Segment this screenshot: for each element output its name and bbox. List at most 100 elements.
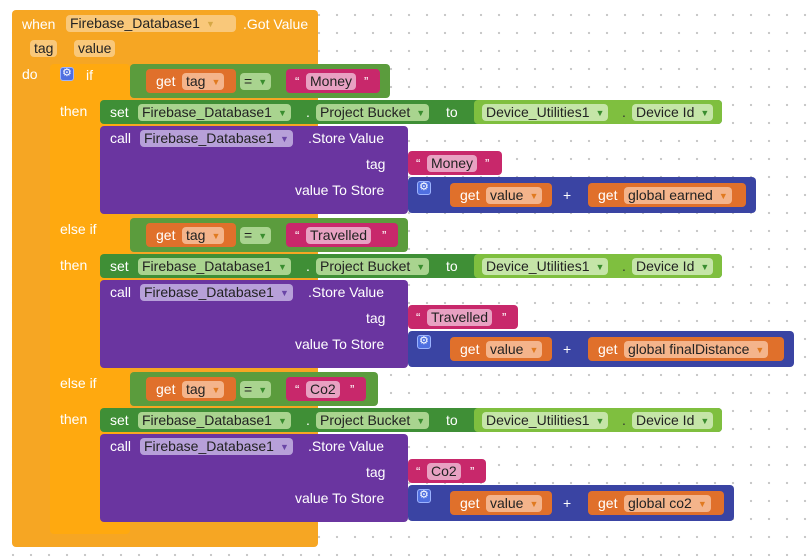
get-var-label: tag <box>186 227 206 243</box>
get-var-label: value <box>490 187 524 203</box>
dot-label: . <box>306 104 310 120</box>
text-value-tag-travelled[interactable]: Travelled <box>427 309 493 326</box>
get-var-label: tag <box>186 381 206 397</box>
when-label: when <box>22 16 56 32</box>
get-global-dropdown[interactable]: global finalDistance▼ <box>624 341 769 358</box>
param-value[interactable]: value <box>74 40 116 57</box>
get-var-label: value <box>490 495 524 511</box>
dot-label: . <box>622 258 626 274</box>
equals-label: = <box>244 73 253 89</box>
set-label: set <box>110 412 129 428</box>
get-global-dropdown[interactable]: global co2▼ <box>624 495 711 512</box>
param-tag[interactable]: tag <box>30 40 58 57</box>
equals-dropdown[interactable]: =▼ <box>240 227 272 244</box>
device-id-dropdown[interactable]: Device Id ▼ <box>632 258 714 275</box>
dropdown-arrow-icon: ▼ <box>279 441 289 452</box>
device-utils-label: Device_Utilities1 <box>486 258 590 274</box>
dropdown-arrow-icon: ▼ <box>279 287 289 298</box>
dropdown-arrow-icon: ▼ <box>258 384 268 395</box>
component-label: Firebase_Database1 <box>142 258 272 274</box>
mutator-gear-icon[interactable] <box>417 180 431 195</box>
to-label: to <box>446 412 458 428</box>
dropdown-arrow-icon: ▼ <box>718 190 728 201</box>
dropdown-arrow-icon: ▼ <box>277 261 287 272</box>
property-dropdown[interactable]: Project Bucket▼ <box>316 104 430 121</box>
close-quote: ” <box>485 156 490 171</box>
get-var-dropdown[interactable]: value▼ <box>486 341 543 358</box>
set-component-dropdown[interactable]: Firebase_Database1▼ <box>138 412 291 429</box>
device-id-dropdown[interactable]: Device Id▼ <box>632 412 714 429</box>
component-label: Firebase_Database1 <box>142 412 272 428</box>
get-var-label: value <box>490 341 524 357</box>
store-value-label: .Store Value <box>308 438 385 454</box>
text-value-travelled[interactable]: Travelled <box>306 227 372 244</box>
property-dropdown[interactable]: Project Bucket▼ <box>316 412 430 429</box>
dropdown-arrow-icon: ▼ <box>529 498 539 509</box>
call-component-dropdown[interactable]: Firebase_Database1▼ <box>140 130 293 147</box>
text-value-money[interactable]: Money <box>306 73 357 90</box>
set-component-dropdown[interactable]: Firebase_Database1▼ <box>138 104 291 121</box>
dropdown-arrow-icon: ▼ <box>416 107 426 118</box>
close-quote: ” <box>470 464 475 479</box>
open-quote: “ <box>295 74 300 89</box>
dropdown-arrow-icon: ▼ <box>416 415 426 426</box>
device-utils-label: Device_Utilities1 <box>486 104 590 120</box>
get-var-dropdown[interactable]: tag ▼ <box>182 73 225 90</box>
tag-arg-label: tag <box>366 464 386 480</box>
open-quote: “ <box>295 228 300 243</box>
mutator-gear-icon[interactable] <box>417 334 431 349</box>
dropdown-arrow-icon: ▼ <box>211 230 221 241</box>
device-utils-dropdown[interactable]: Device_Utilities1▼ <box>482 104 609 121</box>
dropdown-arrow-icon: ▼ <box>258 230 268 241</box>
dropdown-arrow-icon: ▼ <box>279 133 289 144</box>
device-id-label: Device Id <box>636 258 695 274</box>
close-quote: ” <box>502 310 507 325</box>
equals-dropdown[interactable]: =▼ <box>240 381 272 398</box>
dropdown-arrow-icon: ▼ <box>416 261 426 272</box>
get-var-dropdown[interactable]: tag ▼ <box>182 227 225 244</box>
get-label: get <box>460 495 480 511</box>
mutator-gear-icon[interactable] <box>60 66 74 81</box>
do-label: do <box>22 66 38 82</box>
set-label: set <box>110 104 129 120</box>
text-value-tag-co2[interactable]: Co2 <box>427 463 461 480</box>
open-quote: “ <box>416 156 421 171</box>
call-label: call <box>110 438 132 454</box>
device-utils-dropdown[interactable]: Device_Utilities1▼ <box>482 258 609 275</box>
device-utils-dropdown[interactable]: Device_Utilities1▼ <box>482 412 609 429</box>
equals-label: = <box>244 227 253 243</box>
dropdown-arrow-icon: ▼ <box>700 261 710 272</box>
dropdown-arrow-icon: ▼ <box>700 107 710 118</box>
dropdown-arrow-icon: ▼ <box>700 415 710 426</box>
get-var-dropdown[interactable]: value ▼ <box>486 187 543 204</box>
mutator-gear-icon[interactable] <box>417 488 431 503</box>
call-component-dropdown[interactable]: Firebase_Database1▼ <box>140 438 293 455</box>
get-var-label: tag <box>186 73 206 89</box>
get-var-dropdown[interactable]: tag▼ <box>182 381 225 398</box>
dot-label: . <box>306 258 310 274</box>
call-component-dropdown[interactable]: Firebase_Database1 ▼ <box>140 284 293 301</box>
device-id-dropdown[interactable]: Device Id ▼ <box>632 104 714 121</box>
component-label: Firebase_Database1 <box>144 284 274 300</box>
set-component-dropdown[interactable]: Firebase_Database1 ▼ <box>138 258 291 275</box>
event-component-dropdown[interactable]: Firebase_Database1▼ <box>66 15 236 32</box>
close-quote: ” <box>350 382 355 397</box>
get-var-dropdown[interactable]: value ▼ <box>486 495 543 512</box>
call-label: call <box>110 130 132 146</box>
if-label: if <box>86 67 93 83</box>
property-dropdown[interactable]: Project Bucket ▼ <box>316 258 430 275</box>
dropdown-arrow-icon: ▼ <box>205 18 215 29</box>
text-value-co2[interactable]: Co2 <box>306 381 340 398</box>
value-to-store-label: value To Store <box>295 490 385 506</box>
equals-dropdown[interactable]: =▼ <box>240 73 272 90</box>
property-label: Project Bucket <box>320 258 411 274</box>
open-quote: “ <box>416 310 421 325</box>
text-value-tag-money[interactable]: Money <box>427 155 478 172</box>
dropdown-arrow-icon: ▼ <box>529 190 539 201</box>
open-quote: “ <box>295 382 300 397</box>
dropdown-arrow-icon: ▼ <box>595 415 605 426</box>
get-global-dropdown[interactable]: global earned▼ <box>624 187 732 204</box>
device-id-label: Device Id <box>636 104 695 120</box>
dropdown-arrow-icon: ▼ <box>211 76 221 87</box>
then-label-1: then <box>60 103 88 119</box>
